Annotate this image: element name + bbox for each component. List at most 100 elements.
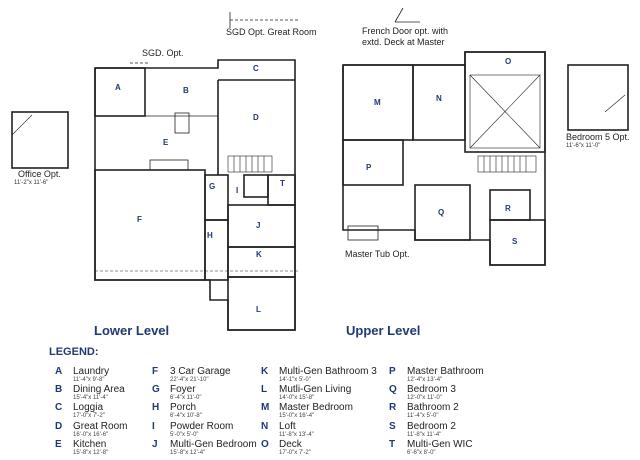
master-tub-label: Master Tub Opt. <box>345 249 410 259</box>
legend-room-dimension: 17'-0"x 7'-2" <box>73 413 105 420</box>
legend-room-name: Bedroom 3 <box>407 384 456 396</box>
legend-room-name: Powder Room <box>170 420 234 432</box>
bedroom5-option-label: Bedroom 5 Opt. <box>566 132 630 142</box>
legend-room-name: Great Room <box>73 420 128 432</box>
legend-room-dimension: 11'-8"x 11'-4" <box>407 431 442 438</box>
legend-room-dimension: 14'-0"x 15'-8" <box>279 395 315 402</box>
legend-letter: D <box>55 420 63 432</box>
legend-room-dimension: 15'-4"x 11'-4" <box>73 395 108 402</box>
legend-letter: E <box>55 438 62 450</box>
office-option-label: Office Opt. <box>18 169 61 179</box>
legend-letter: J <box>152 438 158 450</box>
laundry-walls <box>94 67 146 117</box>
legend-room-dimension: 6'-4"x 11'-0" <box>170 395 202 402</box>
legend-room-name: Dining Area <box>73 384 125 396</box>
legend-room-name: Foyer <box>170 384 196 396</box>
legend-room-name: Bathroom 2 <box>407 402 459 414</box>
legend-letter: K <box>261 366 269 377</box>
legend-room-dimension: 6'-6"x 8'-0" <box>407 449 436 456</box>
deck-walls <box>464 51 546 153</box>
room-letter-a: A <box>115 83 121 92</box>
multigen-living-walls <box>227 276 296 331</box>
room-letter-s: S <box>512 237 518 246</box>
legend-letter: F <box>152 366 159 377</box>
room-letter-g: G <box>209 182 215 191</box>
kitchen-counter <box>149 159 189 171</box>
master-tub <box>347 225 379 241</box>
legend-room-dimension: 5'-0"x 5'-0" <box>170 431 199 438</box>
upper-level-outline <box>342 51 546 266</box>
lower-stairs <box>227 155 273 173</box>
room-letter-m: M <box>374 98 381 107</box>
legend-room-dimension: 6'-4"x 10'-8" <box>170 413 202 420</box>
room-letter-e: E <box>163 138 169 147</box>
french-door-label-2: extd. Deck at Master <box>362 37 445 47</box>
room-letter-b: B <box>183 86 189 95</box>
upper-stairs <box>477 155 537 173</box>
upper-level-title: Upper Level <box>346 323 421 338</box>
legend-room-dimension: 16'-0"x 16'-6" <box>73 431 109 438</box>
legend-room-dimension: 15'-0"x 16'-4" <box>279 413 315 420</box>
legend-letter: R <box>389 402 397 414</box>
legend-letter: M <box>261 402 270 414</box>
master-bath-walls <box>342 139 404 186</box>
room-letter-t: T <box>280 179 285 188</box>
legend-letter: Q <box>389 384 397 396</box>
legend-letter: C <box>55 402 63 414</box>
legend-title: LEGEND: <box>49 346 99 358</box>
legend-room-name: Deck <box>279 438 302 450</box>
legend-room-name: Master Bedroom <box>279 402 353 414</box>
room-letter-q: Q <box>438 208 444 217</box>
bedroom5-option-walls <box>567 64 629 131</box>
bedroom2-walls <box>489 219 546 266</box>
legend-room-name: Loft <box>279 420 296 432</box>
room-letter-j: J <box>256 221 260 230</box>
legend-room-name: Master Bathroom <box>407 366 484 377</box>
legend-room-name: Multi-Gen Bedroom <box>170 438 257 450</box>
legend-room-name: Multi-Gen WIC <box>407 438 473 450</box>
legend-room-dimension: 12'-4"x 13'-4" <box>407 377 443 383</box>
legend-letter: S <box>389 420 396 432</box>
kitchen-island <box>174 112 190 134</box>
room-letter-n: N <box>436 94 442 103</box>
legend-room-dimension: 15'-8"x 12'-8" <box>73 449 109 456</box>
bedroom3-walls <box>414 184 471 241</box>
lower-level-title: Lower Level <box>94 323 170 338</box>
legend-letter: P <box>389 366 396 377</box>
legend-room-name: Kitchen <box>73 438 107 450</box>
multigen-bedroom-walls <box>227 204 296 248</box>
room-letter-o: O <box>505 57 511 66</box>
room-letter-r: R <box>505 204 511 213</box>
legend-room-dimension: 22'-4"x 21'-10" <box>170 377 209 383</box>
legend-letter: T <box>389 438 396 450</box>
legend-letter: I <box>152 420 155 432</box>
room-letter-k: K <box>256 250 262 259</box>
room-letter-l: L <box>256 305 261 314</box>
legend-room-name: Loggia <box>73 402 104 414</box>
legend-room-name: Laundry <box>73 366 110 377</box>
legend-room-name: Bedroom 2 <box>407 420 456 432</box>
lower-level-outline <box>94 59 296 331</box>
legend-room-name: Multi-Gen Bathroom 3 <box>279 366 377 377</box>
legend-room-dimension: 17'-0"x 7'-2" <box>279 449 311 456</box>
garage-walls <box>94 169 206 281</box>
legend-room-dimension: 12'-0"x 11'-0" <box>407 395 442 402</box>
legend-letter: N <box>261 420 269 432</box>
legend-room-name: 3 Car Garage <box>170 366 231 377</box>
